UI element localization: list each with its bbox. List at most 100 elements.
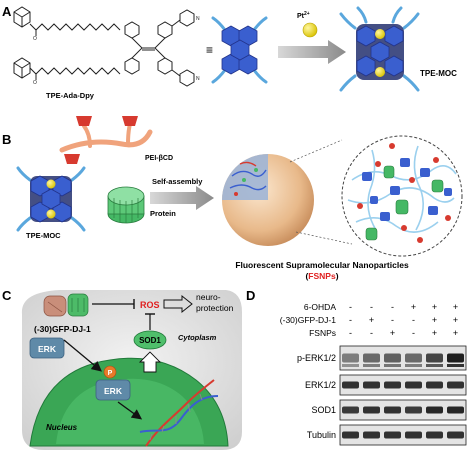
blot-band-lower — [405, 364, 422, 367]
condition-sign: + — [390, 328, 395, 338]
blot-band — [342, 406, 359, 414]
ros-label: ROS — [140, 300, 160, 310]
protein-complex-icon — [43, 293, 89, 317]
panel-d-letter: D — [246, 288, 255, 303]
erk-label-1: ERK — [38, 344, 57, 354]
product-label: TPE-MOC — [420, 69, 457, 78]
blot-band-lower — [426, 364, 443, 367]
phospho-label: P — [108, 370, 113, 377]
expression-arrow — [138, 351, 162, 373]
condition-label: FSNPs — [309, 328, 336, 338]
condition-table: 6-OHDA---+++(-30)GFP-DJ-1-+--++FSNPs--+-… — [280, 302, 458, 338]
panel-c-letter: C — [2, 288, 12, 303]
blot-band — [405, 381, 422, 389]
self-assembly-label: Self-assembly — [152, 177, 203, 186]
chemical-structure — [13, 6, 195, 87]
blot-label: ERK1/2 — [305, 380, 336, 390]
blot-strip — [339, 399, 467, 421]
blot-band — [363, 353, 380, 363]
blot-band — [447, 406, 464, 414]
moc-cage-b — [16, 166, 86, 232]
condition-label: (-30)GFP-DJ-1 — [280, 315, 336, 325]
blot-strip — [339, 345, 467, 371]
blot-band — [426, 406, 443, 414]
blot-band — [384, 353, 401, 363]
nanoparticle-abbr: (FSNPs) — [305, 271, 338, 281]
blot-band — [405, 406, 422, 414]
platinum-ion-sphere — [302, 22, 318, 38]
self-assembly-arrow — [150, 186, 214, 210]
panel-d: D 6-OHDA---+++(-30)GFP-DJ-1-+--++FSNPs--… — [246, 288, 467, 446]
zoom-line-bottom — [295, 231, 353, 245]
blot-band — [405, 431, 422, 439]
condition-sign: - — [391, 315, 394, 325]
reaction-arrow — [278, 40, 346, 64]
condition-sign: + — [432, 302, 437, 312]
transcription-arrow — [117, 401, 143, 420]
polymer-label: PEI-βCD — [145, 155, 173, 162]
zoom-network-circle — [341, 135, 463, 257]
erk-box-nucleus — [95, 379, 131, 401]
nanoparticle-sphere — [222, 154, 314, 246]
erk-box-cytoplasm — [29, 337, 65, 359]
nucleus-label: Nucleus — [46, 423, 78, 432]
blot-band — [426, 381, 443, 389]
cytoplasm-label: Cytoplasm — [178, 333, 217, 342]
condition-sign: + — [432, 315, 437, 325]
blot-band — [384, 381, 401, 389]
blot-band-lower — [363, 364, 380, 367]
blot-label: Tubulin — [307, 430, 336, 440]
blot-band — [426, 353, 443, 363]
blot-band-lower — [447, 364, 464, 367]
erk-label-2: ERK — [104, 386, 123, 396]
blot-band — [384, 406, 401, 414]
blot-label: SOD1 — [311, 405, 336, 415]
condition-sign: - — [412, 315, 415, 325]
outcome-arrow — [163, 294, 193, 314]
condition-label: 6-OHDA — [304, 302, 336, 312]
blot-band — [363, 381, 380, 389]
moc-label-b: TPE-MOC — [26, 231, 61, 240]
protein-label: Protein — [150, 209, 176, 218]
svg-text:N: N — [196, 76, 200, 82]
pei-bcd-polymer — [59, 116, 153, 164]
condition-sign: - — [370, 302, 373, 312]
condition-sign: - — [370, 328, 373, 338]
metal-label: Pt2+ — [297, 11, 310, 20]
molecule-name: TPE-Ada-Dpy — [46, 91, 95, 100]
blot-band — [405, 353, 422, 363]
svg-text:O: O — [33, 36, 37, 42]
blot-band — [342, 431, 359, 439]
condition-sign: + — [453, 328, 458, 338]
panel-b: B PEI-βCD TPE-MOC — [2, 116, 463, 281]
condition-sign: + — [411, 302, 416, 312]
outcome-line-2: protection — [196, 303, 234, 313]
panel-b-letter: B — [2, 132, 11, 147]
condition-sign: - — [349, 315, 352, 325]
equivalent-sign: ≡ — [206, 43, 213, 57]
condition-sign: - — [391, 302, 394, 312]
condition-sign: + — [369, 315, 374, 325]
condition-sign: + — [453, 315, 458, 325]
panel-c: C Nucleus (-30)GFP-DJ-1 ROS neuro- prote… — [2, 288, 243, 450]
protein-name-c: (-30)GFP-DJ-1 — [34, 324, 91, 334]
ligand-cartoon — [211, 16, 268, 84]
outcome-line-1: neuro- — [196, 292, 221, 302]
blot-band — [447, 381, 464, 389]
blot-band — [384, 431, 401, 439]
activation-arrow — [63, 339, 102, 372]
blot-band — [342, 381, 359, 389]
blot-band — [447, 353, 464, 363]
cyclodextrin-cup-icon — [76, 116, 92, 126]
protein-barrel-icon — [107, 186, 145, 224]
blot-band — [363, 431, 380, 439]
phospho-badge — [103, 365, 117, 379]
blot-label: p-ERK1/2 — [297, 353, 336, 363]
blot-band-lower — [342, 364, 359, 367]
sod1-node — [133, 330, 167, 350]
blot-band — [342, 353, 359, 363]
nanoparticle-title: Fluorescent Supramolecular Nanoparticles — [235, 260, 409, 270]
condition-sign: + — [432, 328, 437, 338]
